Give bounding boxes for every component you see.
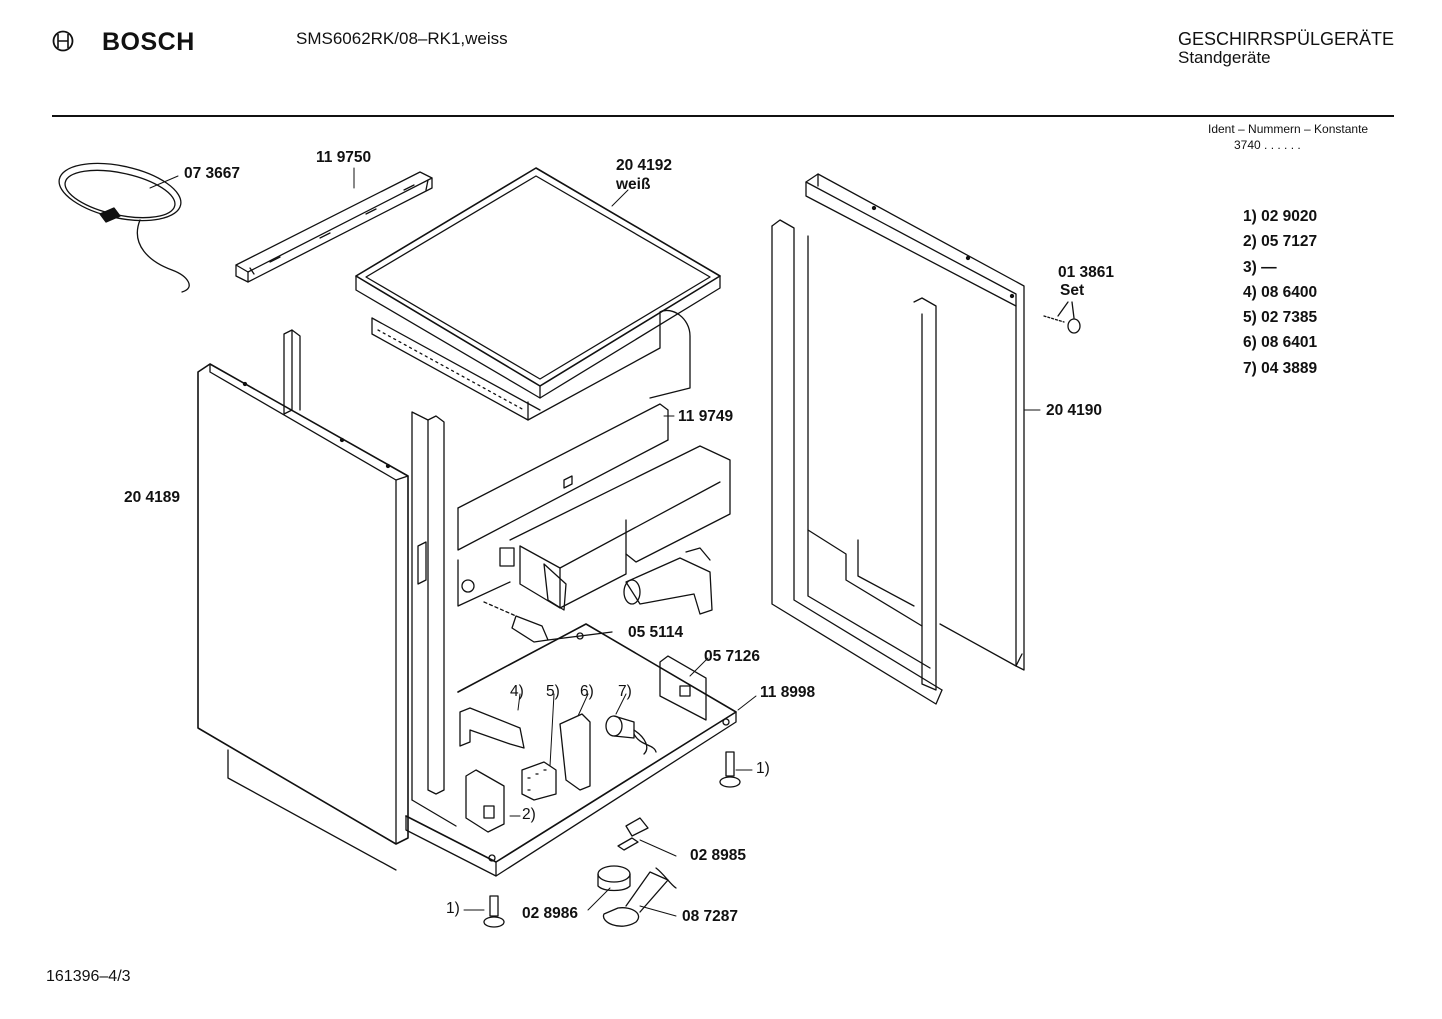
model-number: SMS6062RK/08–RK1,weiss [296, 29, 508, 48]
callout-label-7: 7) [618, 683, 632, 700]
ident-value: 3740 . . . . . . [1234, 138, 1301, 152]
screw-set-drawing [1044, 302, 1080, 333]
left-panel-drawing [198, 364, 408, 870]
part-label-float: 02 8986 [522, 905, 579, 922]
part-label-power-cord: 07 3667 [184, 165, 241, 182]
legend-item: 3) — [1243, 258, 1277, 276]
brand-name: BOSCH [102, 28, 195, 56]
part-label-crossmember: 11 9749 [678, 408, 734, 425]
top-rail-drawing [236, 172, 432, 282]
part-label-left-panel: 20 4189 [124, 489, 181, 506]
part-label-top-rail: 11 9750 [316, 149, 372, 166]
right-panel-drawing [772, 174, 1024, 704]
category-subtitle: Standgeräte [1178, 48, 1271, 67]
part-label-worktop-color: weiß [616, 176, 651, 193]
bosch-logo-icon [52, 30, 74, 52]
part-label-bracket: 05 7126 [704, 648, 761, 665]
part-label-switch: 02 8985 [690, 847, 747, 864]
bracket-drawing [660, 656, 706, 720]
callout-label-6: 6) [580, 683, 594, 700]
part-label-right-panel: 20 4190 [1046, 402, 1103, 419]
worktop-drawing [356, 168, 720, 420]
power-cord-drawing [54, 154, 189, 292]
switch-parts-drawing [598, 818, 676, 926]
part-label-screw-set-qualifier: Set [1060, 282, 1085, 299]
small-fitting-drawing [484, 602, 612, 642]
header-divider [52, 115, 1394, 117]
part-label-screw-set: 01 3861 [1058, 264, 1115, 281]
crossmember-drawing [458, 404, 730, 610]
part-label-foot-left: 1) [446, 900, 460, 917]
legend-item: 4) 08 6400 [1243, 283, 1318, 301]
duct-fitting-drawing [624, 548, 712, 614]
callout-label-2: 2) [522, 806, 536, 823]
legend-item: 7) 04 3889 [1243, 359, 1318, 377]
left-profile-drawing [284, 330, 456, 826]
legend-item: 1) 02 9020 [1243, 208, 1318, 225]
legend-item: 5) 02 7385 [1243, 309, 1318, 327]
part-label-base-frame: 11 8998 [760, 684, 816, 701]
leader-lines [150, 168, 1040, 916]
legend-item: 2) 05 7127 [1243, 233, 1318, 251]
feet-drawing [484, 752, 740, 927]
callout-label-4: 4) [510, 683, 524, 700]
document-number: 161396–4/3 [46, 968, 131, 985]
legend-item: 6) 08 6401 [1243, 334, 1318, 352]
part-label-level-switch: 08 7287 [682, 908, 739, 925]
parts-legend: 1) 02 9020 2) 05 7127 3) — 4) 08 6400 5)… [1243, 204, 1317, 381]
base-frame-drawing [406, 624, 736, 876]
callout-label-5: 5) [546, 683, 560, 700]
part-label-fitting: 05 5114 [628, 624, 684, 641]
category-title: GESCHIRRSPÜLGERÄTE [1178, 29, 1395, 49]
ident-label: Ident – Nummern – Konstante [1208, 122, 1369, 136]
callout-parts-drawing [460, 708, 656, 832]
part-label-foot-right: 1) [756, 760, 770, 777]
part-label-worktop: 20 4192 [616, 157, 673, 174]
